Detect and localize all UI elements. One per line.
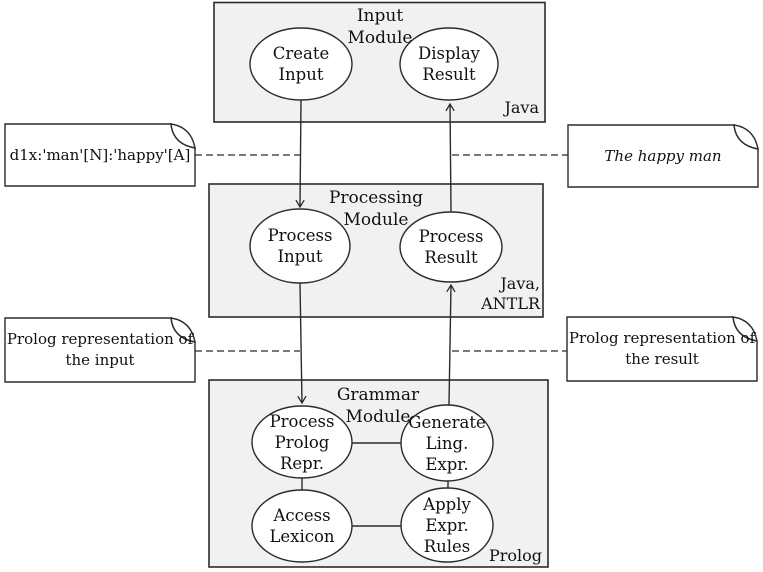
input-module-title: Input Module xyxy=(305,5,455,49)
title-line: Input xyxy=(356,6,404,26)
note-prolog-result: Prolog representation of the result xyxy=(567,317,757,381)
node-process-input: Process Input xyxy=(250,209,350,283)
note-line: the input xyxy=(65,351,135,369)
note-output-expression: The happy man xyxy=(568,125,758,187)
node-process-prolog-repr: Process Prolog Repr. xyxy=(252,406,352,478)
node-display-result-shape xyxy=(399,27,499,101)
node-access-lexicon: Access Lexicon xyxy=(252,490,352,562)
tech-line: Prolog xyxy=(488,546,542,565)
node-line: Ling. xyxy=(425,433,469,453)
arrow-generate-to-process-result xyxy=(446,283,456,406)
node-process-result: Process Result xyxy=(400,212,502,282)
node-line: Process xyxy=(269,411,335,431)
node-line: Input xyxy=(277,247,323,266)
node-line: Result xyxy=(424,248,478,267)
node-generate-ling-expr: Generate Ling. Expr. xyxy=(401,405,493,481)
node-access-lexicon-shape xyxy=(251,489,353,563)
note-prolog-input: Prolog representation of the input xyxy=(5,318,195,382)
grammar-module-title: Grammar Module xyxy=(303,384,453,428)
note-fold-icon xyxy=(170,317,196,343)
node-process-input-shape xyxy=(249,208,351,284)
node-line: Result xyxy=(422,65,476,84)
note-prolog-input-shape xyxy=(4,317,196,383)
note-output-expression-shape xyxy=(567,124,759,188)
node-line: Apply xyxy=(423,494,471,514)
title-line: Module xyxy=(345,407,411,427)
node-line: Rules xyxy=(423,536,471,556)
arrow-create-to-process-input xyxy=(295,99,305,209)
note-line: the result xyxy=(625,350,699,368)
note-line: Prolog representation of xyxy=(568,329,756,347)
arrow-process-result-to-display xyxy=(445,102,455,213)
grammar-module-tech-label: Prolog xyxy=(442,546,542,566)
note-fold-icon xyxy=(732,316,758,342)
title-line: Module xyxy=(347,28,413,48)
arrow-process-input-to-prolog-repr xyxy=(297,282,307,405)
title-line: Module xyxy=(343,210,409,230)
title-line: Grammar xyxy=(336,385,420,405)
node-line: Prolog xyxy=(274,432,330,452)
input-module-tech-label: Java xyxy=(439,98,539,118)
note-input-expression: d1x:'man'[N]:'happy'[A] xyxy=(5,124,195,186)
node-process-prolog-repr-shape xyxy=(251,405,353,479)
note-prolog-result-shape xyxy=(566,316,758,382)
note-line: Prolog representation of xyxy=(6,330,194,348)
node-line: Process xyxy=(267,226,333,245)
node-line: Display xyxy=(418,44,480,63)
tech-line: ANTLR xyxy=(481,294,540,313)
node-create-input-shape xyxy=(249,27,353,101)
node-process-result-shape xyxy=(399,211,503,283)
node-line: Input xyxy=(278,65,324,84)
node-line: Process xyxy=(418,227,484,246)
node-line: Create xyxy=(272,44,330,63)
node-line: Expr. xyxy=(425,515,469,535)
node-generate-ling-expr-shape xyxy=(400,404,494,482)
tech-line: Java xyxy=(504,98,539,117)
node-create-input: Create Input xyxy=(250,28,352,100)
note-fold-icon xyxy=(170,123,196,149)
node-display-result: Display Result xyxy=(400,28,498,100)
note-line: d1x:'man'[N]:'happy'[A] xyxy=(9,145,191,164)
node-line: Generate xyxy=(408,412,486,432)
node-line: Lexicon xyxy=(269,527,335,546)
node-line: Repr. xyxy=(279,453,325,473)
note-input-expression-shape xyxy=(4,123,196,187)
processing-module-title: Processing Module xyxy=(301,187,451,231)
title-line: Processing xyxy=(328,188,424,208)
processing-module-tech-label: Java, ANTLR xyxy=(440,274,540,314)
node-apply-expr-rules: Apply Expr. Rules xyxy=(401,488,493,562)
note-line: The happy man xyxy=(604,146,722,165)
node-line: Expr. xyxy=(425,454,469,474)
note-fold-icon xyxy=(733,124,759,150)
node-line: Access xyxy=(273,506,331,525)
node-apply-expr-rules-shape xyxy=(400,487,494,563)
tech-line: Java, xyxy=(500,274,540,293)
